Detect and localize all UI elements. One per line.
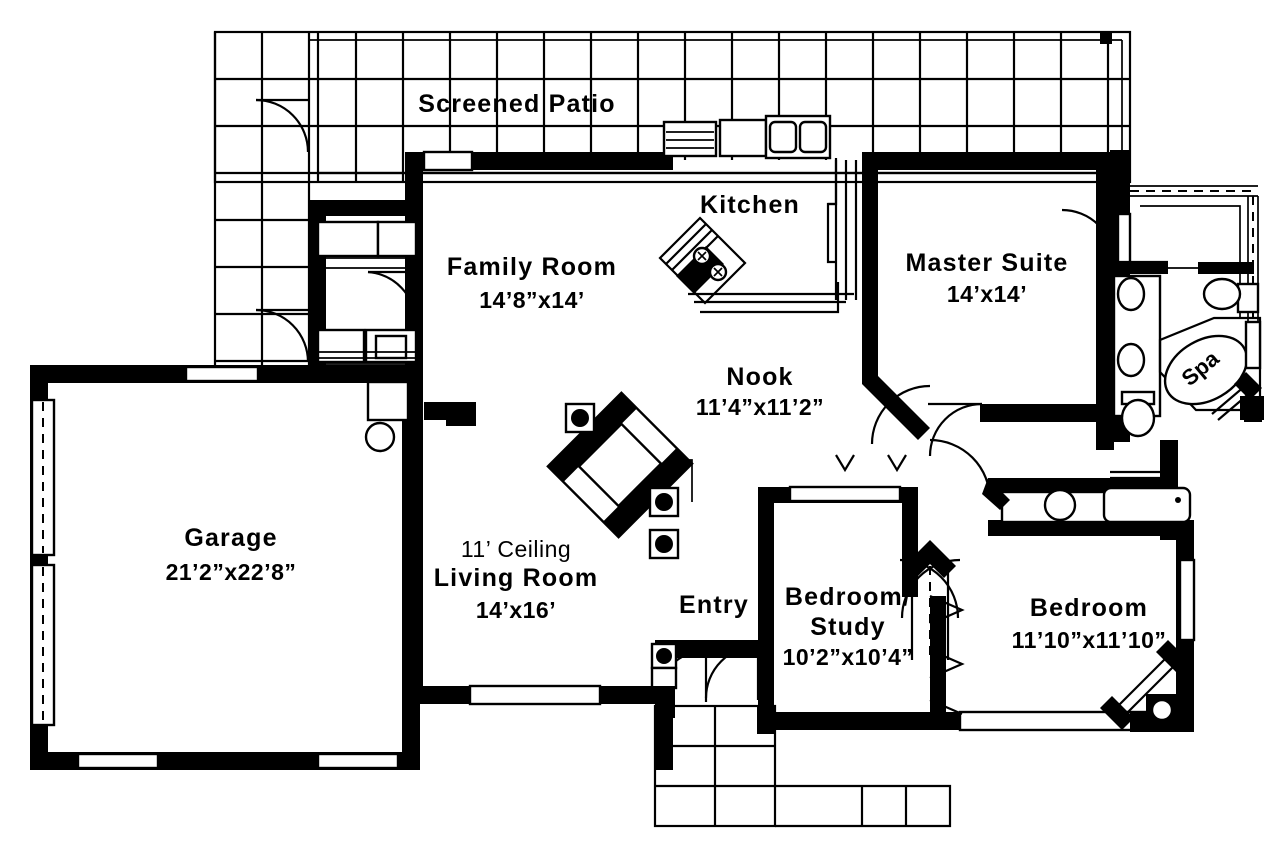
dim-bedroom: 11’10”x11’10”: [1012, 627, 1167, 653]
dim-master-suite: 14’x14’: [947, 281, 1027, 307]
utility-door-swing: [367, 270, 418, 323]
dim-bedroom-study: 10’2”x10’4”: [783, 644, 914, 670]
note-living-ceiling: 11’ Ceiling: [461, 536, 571, 562]
master-toilet: [1202, 277, 1260, 314]
patio-screen-frame: [308, 39, 1123, 158]
bath-shelf: [1110, 470, 1178, 480]
garage-room: [30, 365, 410, 770]
entry-porch: [650, 642, 952, 828]
vanity-sink: [1043, 488, 1077, 522]
kitchen-room: [658, 114, 868, 314]
dryer: [316, 328, 366, 364]
washer: [366, 380, 410, 422]
screened-patio-area: [213, 30, 1132, 382]
closet-arrow-b: [887, 454, 907, 473]
laundry-cabinet-b: [376, 220, 418, 258]
closet-shelf-top: [1130, 185, 1258, 197]
garage-door: [30, 398, 56, 727]
hall-bath: [982, 470, 1192, 524]
room-labels: Screened Patio Family Room 14’8”x14’ Kit…: [166, 90, 1225, 670]
dim-family-room: 14’8”x14’: [479, 287, 585, 313]
master-toilet-2: [1120, 390, 1156, 438]
kitchen-peninsula: [700, 282, 840, 314]
door-arrow-2: [929, 648, 965, 680]
master-angled-wall: [862, 360, 930, 440]
bedroom-study-room: [704, 454, 965, 716]
dim-living-room: 14’x16’: [476, 597, 556, 623]
label-garage: Garage: [184, 524, 277, 552]
garage-window: [76, 365, 400, 770]
dim-nook: 11’4”x11’2”: [696, 394, 824, 420]
door-arrow-1: [929, 594, 965, 626]
label-nook: Nook: [726, 363, 793, 391]
label-entry: Entry: [679, 591, 749, 619]
door-arrow-3: [929, 698, 963, 716]
utility-basin: [374, 334, 408, 360]
spa-tub: [1158, 316, 1262, 421]
master-bath: [862, 160, 1264, 457]
label-master-suite: Master Suite: [905, 249, 1068, 277]
cooktop-island: [658, 216, 747, 305]
utility-room: [316, 220, 418, 371]
bedroom-room: [1100, 640, 1194, 732]
patio-door-swing-2: [255, 308, 310, 363]
kitchen-counter: [718, 118, 768, 158]
furniture-connector: [678, 459, 693, 502]
patio-post-2: [1100, 32, 1112, 44]
patio-door-swing: [255, 98, 310, 153]
interior-wall-stubs: [600, 686, 675, 718]
closet-arrow-a: [835, 454, 855, 473]
bathtub: [1102, 486, 1192, 524]
utility-shelves: [316, 351, 418, 371]
side-table-lamp-right: [648, 486, 680, 560]
label-bedroom-study-2: Study: [810, 613, 885, 641]
label-living-room: Living Room: [434, 564, 599, 592]
label-family-room: Family Room: [447, 253, 617, 281]
kitchen-cabinet: [662, 120, 718, 158]
hallway-doors: [870, 384, 992, 660]
laundry-counter: [318, 257, 416, 269]
label-kitchen: Kitchen: [700, 191, 800, 219]
water-heater: [364, 421, 396, 453]
label-bedroom-study-1: Bedroom/: [785, 583, 911, 611]
patio-tile-grid: [213, 30, 1132, 382]
side-table-lamp-left: [564, 402, 596, 434]
dim-garage: 21’2”x22’8”: [166, 559, 297, 585]
label-screened-patio: Screened Patio: [418, 90, 615, 118]
refrigerator: [834, 160, 868, 300]
master-closet-swing: [1061, 208, 1116, 263]
laundry-cabinet-a: [316, 220, 380, 258]
master-door-swing: [928, 402, 983, 457]
label-bedroom: Bedroom: [1030, 594, 1148, 622]
fireplace-unit: [546, 391, 694, 539]
